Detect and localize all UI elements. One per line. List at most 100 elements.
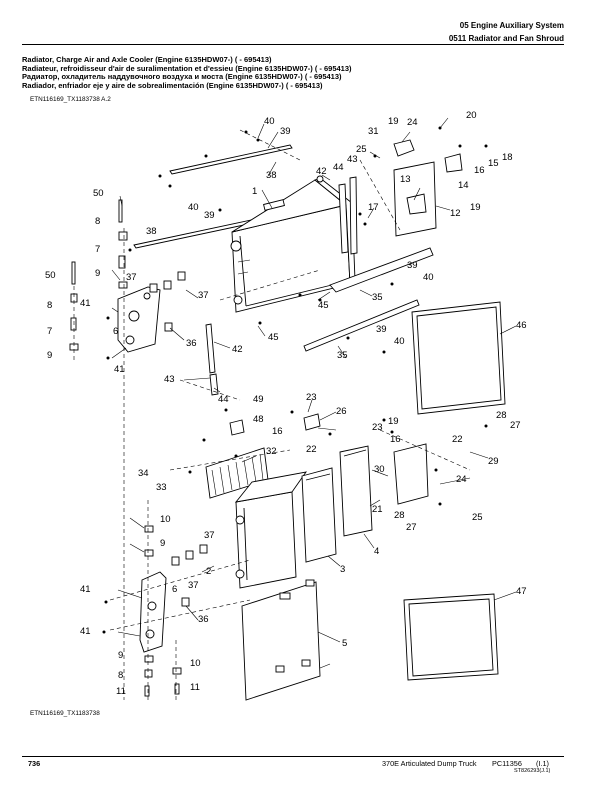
washer-part-10-lower bbox=[172, 667, 182, 675]
callout-label: 22 bbox=[306, 444, 317, 455]
callout-label: 10 bbox=[160, 514, 171, 525]
footer-catalog: PC11356 bbox=[492, 759, 522, 768]
callout-label: 48 bbox=[253, 414, 264, 425]
callout-label: 41 bbox=[80, 626, 91, 637]
callout-label: 44 bbox=[218, 394, 229, 405]
air-deflector-part-35-lower bbox=[303, 299, 420, 352]
callout-label: 13 bbox=[400, 174, 411, 185]
leader-lines bbox=[111, 117, 517, 669]
callout-label: 16 bbox=[272, 426, 283, 437]
title-russian: Радиатор, охладитель наддувочного воздух… bbox=[22, 72, 342, 82]
washer-part-9-lower-a bbox=[144, 549, 154, 557]
callout-label: 39 bbox=[376, 324, 387, 335]
pad-part-37-e bbox=[185, 550, 194, 560]
spacer-part-7-upper bbox=[118, 255, 126, 269]
callout-label: 9 bbox=[160, 538, 165, 549]
callout-label: 39 bbox=[280, 126, 291, 137]
callout-label: 49 bbox=[253, 394, 264, 405]
callout-label: 19 bbox=[388, 416, 399, 427]
callout-label: 22 bbox=[452, 434, 463, 445]
callout-label: 25 bbox=[472, 512, 483, 523]
callout-label: 16 bbox=[390, 434, 401, 445]
callout-label: 7 bbox=[47, 326, 52, 337]
callout-label: 36 bbox=[198, 614, 209, 625]
callout-label: 37 bbox=[198, 290, 209, 301]
callout-label: 31 bbox=[368, 126, 379, 137]
bracket-part-31 bbox=[393, 139, 415, 157]
sheet-code: ST826293(J.1) bbox=[514, 768, 551, 774]
callout-label: 30 bbox=[374, 464, 385, 475]
pad-part-36-lower bbox=[181, 597, 190, 607]
callout-label: 33 bbox=[156, 482, 167, 493]
callout-label: 14 bbox=[458, 180, 469, 191]
header-rule bbox=[22, 44, 564, 45]
callout-label: 9 bbox=[118, 650, 123, 661]
clamp-part-13 bbox=[406, 193, 427, 215]
callout-label: 37 bbox=[188, 580, 199, 591]
page-titles: Radiator, Charge Air and Axle Cooler (En… bbox=[22, 55, 352, 90]
pad-part-37-b bbox=[163, 280, 172, 290]
callout-label: 45 bbox=[268, 332, 279, 343]
bracket-part-14 bbox=[444, 153, 463, 173]
callout-label: 24 bbox=[456, 474, 467, 485]
mounting-panel-part-5 bbox=[241, 579, 321, 701]
seal-strip-part-44 bbox=[349, 176, 358, 255]
callout-label: 2 bbox=[206, 566, 211, 577]
title-french: Radiateur, refroidisseur d'air de surali… bbox=[22, 63, 352, 73]
subsection-title: 0511 Radiator and Fan Shroud bbox=[448, 34, 564, 43]
bolt-part-11-lower bbox=[144, 685, 150, 697]
callout-label: 18 bbox=[502, 152, 513, 163]
callout-label: 21 bbox=[372, 504, 383, 515]
isolator-part-8-upper bbox=[118, 231, 128, 241]
page-number: 736 bbox=[28, 759, 41, 768]
callout-label: 25 bbox=[356, 144, 367, 155]
callout-label: 4 bbox=[374, 546, 379, 557]
callout-label: 43 bbox=[347, 154, 358, 165]
footer-rule bbox=[22, 756, 564, 757]
pad-part-36-upper bbox=[164, 322, 173, 332]
seal-gasket-part-47 bbox=[403, 593, 499, 681]
callout-label: 45 bbox=[318, 300, 329, 311]
spacer-part-7-left bbox=[70, 317, 77, 331]
callout-label: 12 bbox=[450, 208, 461, 219]
callout-label: 17 bbox=[368, 202, 379, 213]
callout-label: 27 bbox=[406, 522, 417, 533]
washer-part-9-upper bbox=[118, 281, 128, 289]
mount-bracket-part-6-lower bbox=[139, 571, 167, 653]
fastener-dots bbox=[102, 126, 488, 634]
pad-part-37-f bbox=[199, 544, 208, 554]
callout-label: 28 bbox=[394, 510, 405, 521]
callout-label: 40 bbox=[264, 116, 275, 127]
callout-label: 32 bbox=[266, 446, 277, 457]
callout-label: 6 bbox=[113, 326, 118, 337]
callout-label: 9 bbox=[95, 268, 100, 279]
pad-part-37-a bbox=[149, 283, 158, 293]
callout-label: 40 bbox=[394, 336, 405, 347]
callout-label: 41 bbox=[80, 584, 91, 595]
title-english: Radiator, Charge Air and Axle Cooler (En… bbox=[22, 55, 272, 64]
callout-label: 26 bbox=[336, 406, 347, 417]
callout-label: 41 bbox=[80, 298, 91, 309]
clip-part-48 bbox=[229, 419, 245, 436]
callout-label: 1 bbox=[252, 186, 257, 197]
footer-revision: (I.1) bbox=[536, 759, 549, 768]
cooler-part-4 bbox=[339, 445, 373, 537]
callout-label: 3 bbox=[340, 564, 345, 575]
callout-label: 15 bbox=[488, 158, 499, 169]
bolt-part-11-right bbox=[174, 683, 180, 695]
callout-label: 11 bbox=[116, 686, 126, 697]
callout-label: 11 bbox=[190, 682, 200, 693]
callout-label: 44 bbox=[333, 162, 344, 173]
pad-part-37-c bbox=[177, 271, 186, 281]
callout-label: 50 bbox=[45, 270, 56, 281]
figure-ref-top: ETN116169_TX1183738 A.2 bbox=[30, 96, 111, 103]
callout-label: 20 bbox=[466, 110, 477, 121]
callout-label: 23 bbox=[306, 392, 317, 403]
washer-part-10-upper bbox=[144, 525, 154, 533]
callout-label: 38 bbox=[266, 170, 277, 181]
seal-strip-part-44-lower bbox=[209, 373, 219, 396]
callout-label: 43 bbox=[164, 374, 175, 385]
cooler-part-3 bbox=[301, 467, 337, 563]
seal-gasket-part-46 bbox=[411, 301, 506, 415]
callout-label: 37 bbox=[126, 272, 137, 283]
